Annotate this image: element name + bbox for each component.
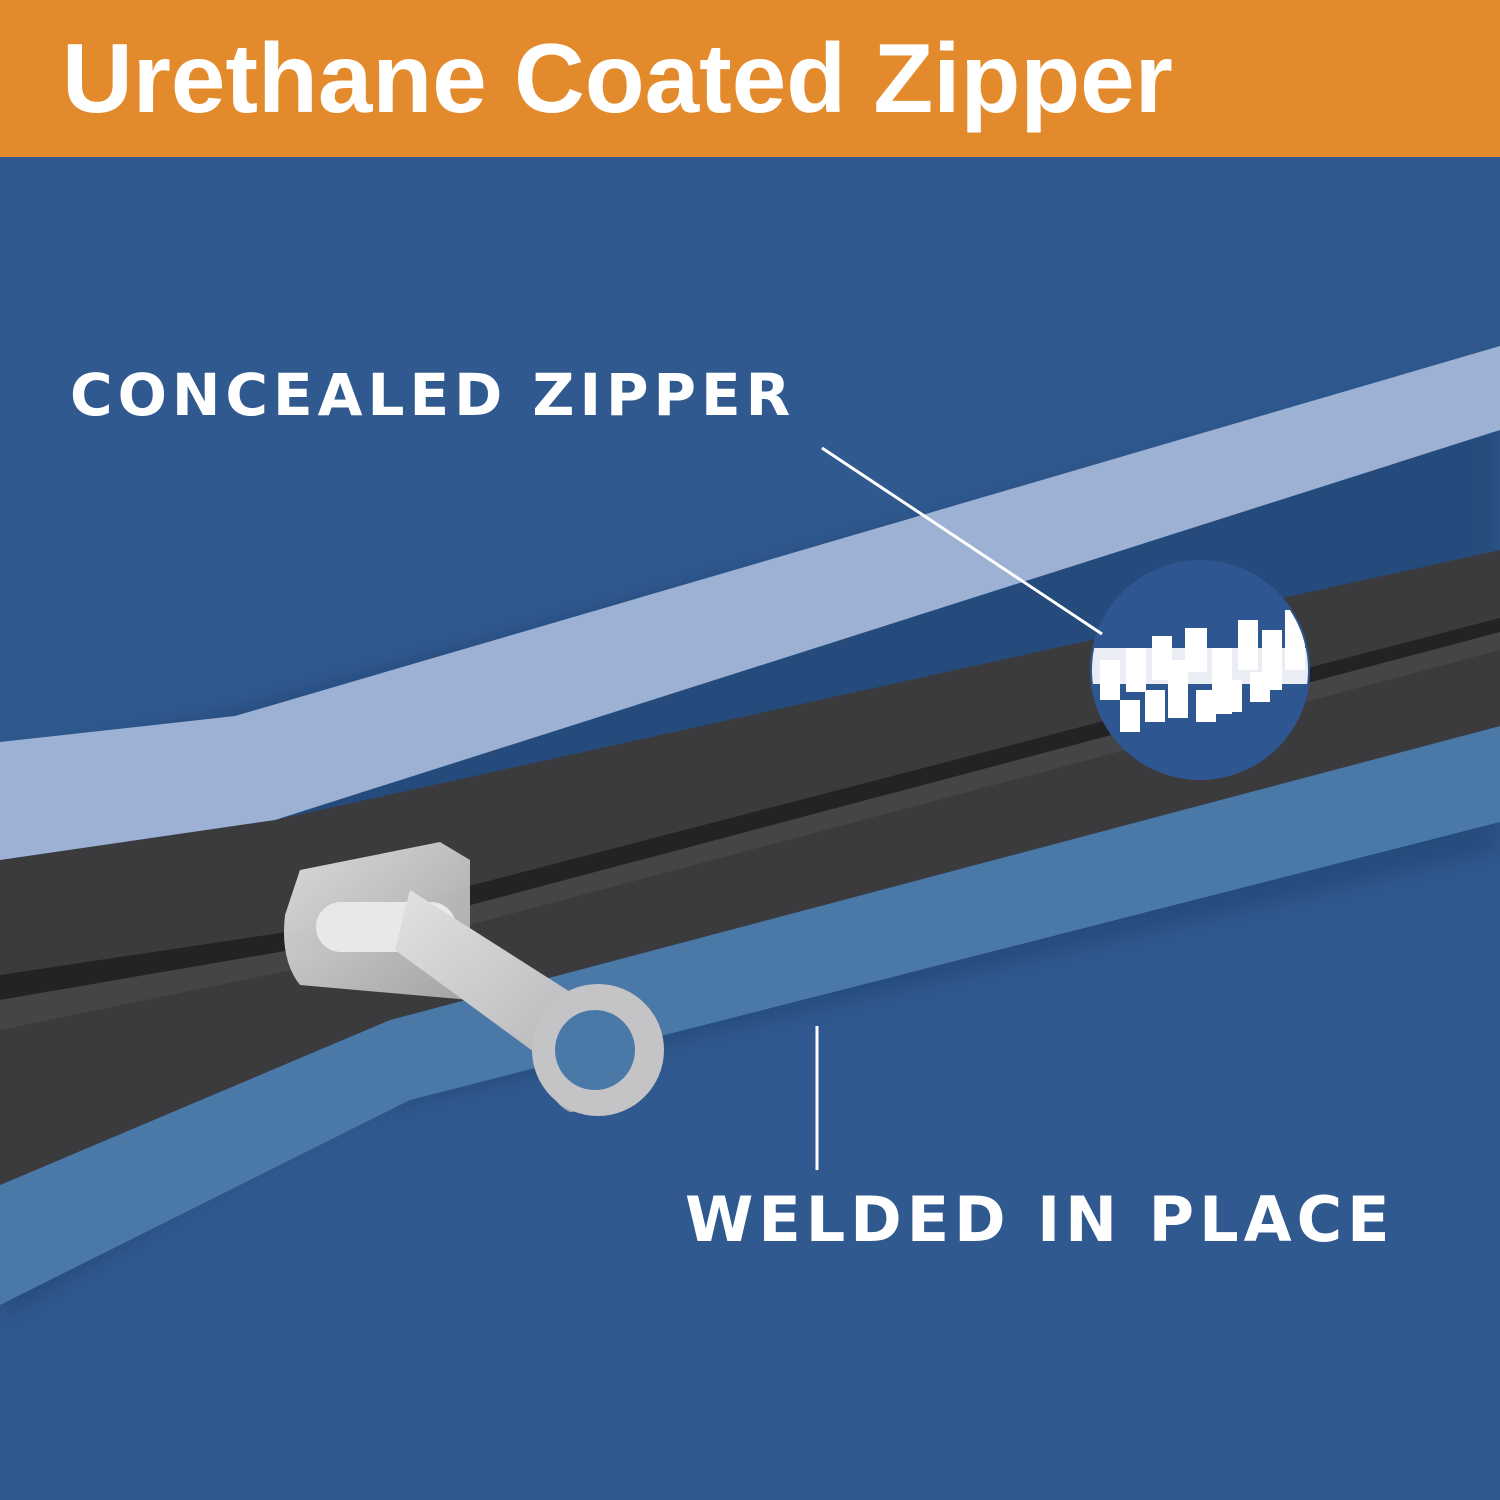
zipper-seam <box>0 618 1500 1000</box>
concealed-zipper-label: CONCEALED ZIPPER <box>70 361 796 429</box>
title-banner: Urethane Coated Zipper <box>0 0 1500 157</box>
zipper-illustration <box>0 346 1500 1320</box>
zipper-pull-icon <box>284 842 664 1116</box>
zipper-teeth-magnifier-icon <box>1090 560 1310 780</box>
concealed-leader-line <box>821 446 1103 636</box>
page-title: Urethane Coated Zipper <box>62 23 1173 133</box>
bottom-fabric-layer <box>0 726 1500 1305</box>
welded-in-place-label: WELDED IN PLACE <box>685 1183 1395 1256</box>
top-fabric-layer <box>0 346 1500 860</box>
